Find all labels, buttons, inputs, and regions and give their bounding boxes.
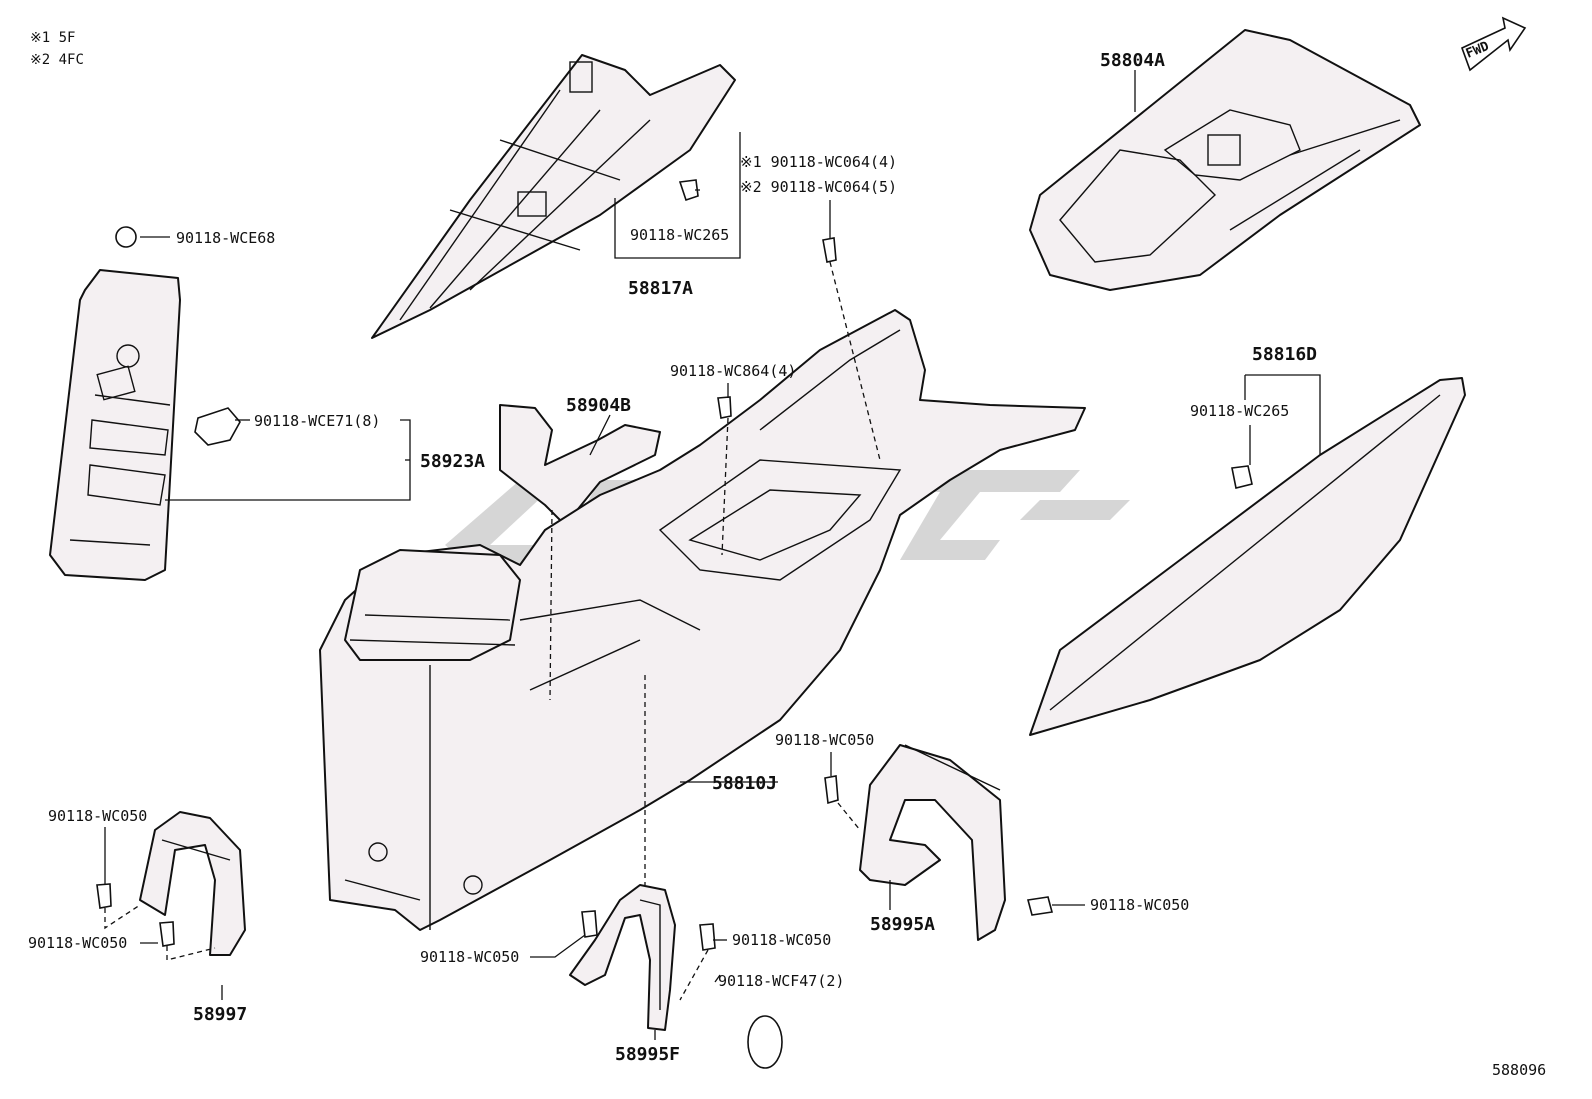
part-58817A xyxy=(371,54,736,339)
screw-icon xyxy=(824,775,839,805)
part-58904B xyxy=(499,404,661,526)
label-fastener-wc050-mid: 90118-WC050 xyxy=(775,731,874,749)
label-fastener-wc050-right: 90118-WC050 xyxy=(1090,896,1189,914)
label-fastener-wce71: 90118-WCE71(8) xyxy=(254,412,380,430)
label-fastener-wc050-left-bottom: 90118-WC050 xyxy=(28,934,127,952)
label-58995F: 58995F xyxy=(615,1044,680,1065)
fasteners xyxy=(96,179,1253,951)
label-fastener-wc064-1: ※1 90118-WC064(4) xyxy=(740,153,897,171)
part-58816D xyxy=(1029,377,1466,736)
clip-icon xyxy=(115,226,137,248)
screw-icon xyxy=(96,883,112,909)
screw-icon xyxy=(1026,896,1054,916)
label-58923A: 58923A xyxy=(420,451,485,472)
label-fastener-wc265-right: 90118-WC265 xyxy=(1190,402,1289,420)
screw-icon xyxy=(822,237,837,263)
note-1: ※1 5F xyxy=(30,30,75,46)
part-58804A xyxy=(1029,29,1421,291)
label-58817A: 58817A xyxy=(628,278,693,299)
guide-lines xyxy=(104,261,881,1001)
label-58995A: 58995A xyxy=(870,914,935,935)
label-58904B: 58904B xyxy=(566,395,631,416)
screw-icon xyxy=(1231,465,1253,489)
note-2: ※2 4FC xyxy=(30,52,84,68)
label-fastener-wce68: 90118-WCE68 xyxy=(176,229,275,247)
plug-cap-icon xyxy=(747,1015,783,1069)
screw-icon xyxy=(717,396,732,419)
label-fastener-wc064-2: ※2 90118-WC064(5) xyxy=(740,178,897,196)
label-fastener-wc050-left-top: 90118-WC050 xyxy=(48,807,147,825)
screw-icon xyxy=(699,923,716,951)
part-58923A xyxy=(49,269,181,581)
screw-icon xyxy=(581,910,598,938)
fwd-arrow-icon: FWD xyxy=(1460,16,1527,72)
label-fastener-wcf47: 90118-WCF47(2) xyxy=(718,972,844,990)
screw-icon xyxy=(159,921,175,947)
part-58995F xyxy=(569,884,676,1031)
part-58997 xyxy=(139,811,246,956)
part-58810J xyxy=(319,309,1086,931)
label-58816D: 58816D xyxy=(1252,344,1317,365)
label-58804A: 58804A xyxy=(1100,50,1165,71)
label-58810J: 58810J xyxy=(712,773,777,794)
label-fastener-wc050-center-right: 90118-WC050 xyxy=(732,931,831,949)
label-58997: 58997 xyxy=(193,1004,247,1025)
leader-lines xyxy=(104,70,1321,1040)
label-fastener-wc864: 90118-WC864(4) xyxy=(670,362,796,380)
screw-icon xyxy=(678,179,699,202)
part-58995A xyxy=(859,744,1006,941)
clip-icon xyxy=(194,407,241,446)
diagram-code: 588096 xyxy=(1492,1061,1546,1079)
label-fastener-wc050-center-left: 90118-WC050 xyxy=(420,948,519,966)
label-fastener-wc265-top: 90118-WC265 xyxy=(630,226,729,244)
